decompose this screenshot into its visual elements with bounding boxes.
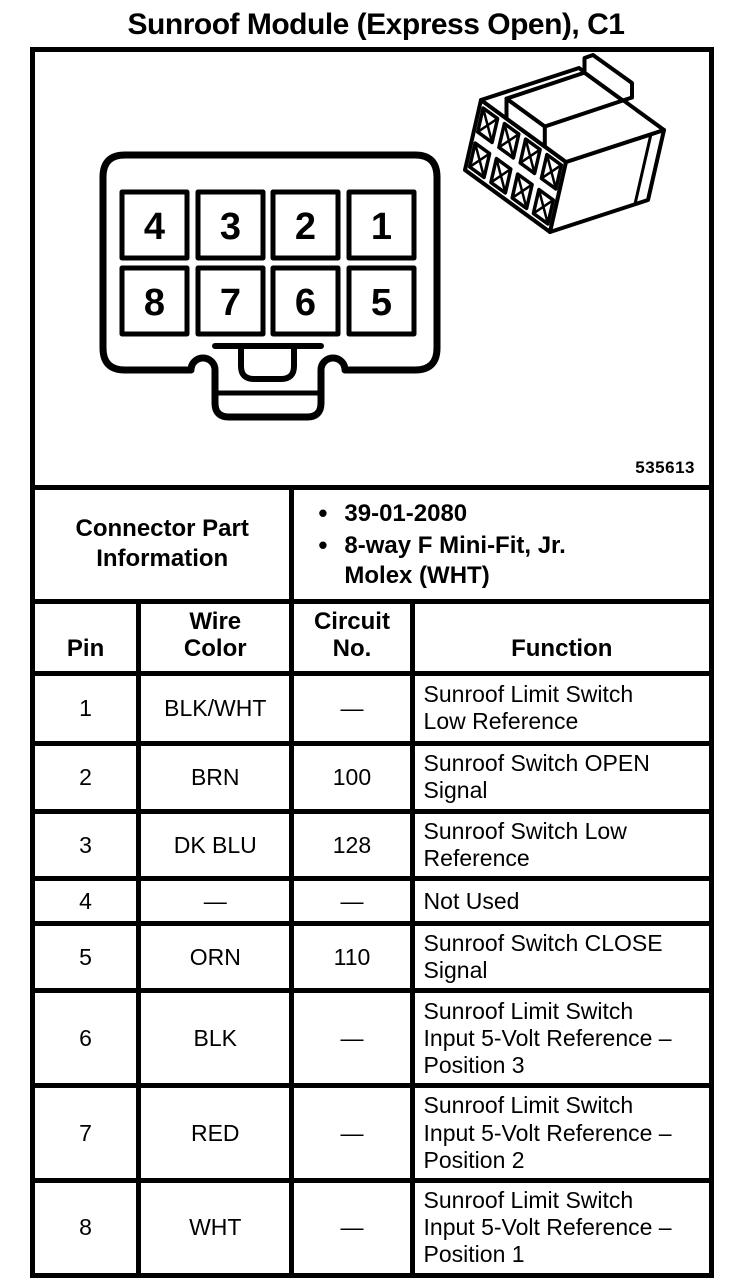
wire-color-cell: RED: [136, 1083, 295, 1183]
connector-3d-view: [463, 53, 666, 234]
pin-label-4: 4: [144, 206, 165, 248]
function-cell: Not Used: [409, 876, 715, 927]
part-info-item: 8-way F Mini-Fit, Jr.Molex (WHT): [318, 531, 701, 590]
circuit-no-cell: 110: [289, 921, 415, 994]
pin-cell: 1: [29, 670, 142, 746]
pin-cell: 5: [29, 921, 142, 994]
wire-color-cell: BLK: [136, 988, 295, 1089]
pin-cavity-8: [119, 265, 190, 337]
circuit-no-cell: —: [289, 876, 415, 927]
pin-cavity-3: [195, 189, 266, 261]
wire-color-cell: WHT: [136, 1177, 295, 1278]
part-info-item: 39-01-2080: [318, 499, 701, 528]
pin-cell: 8: [29, 1177, 142, 1278]
connector-diagram-box: 4 3 2 1 8 7 6 5: [30, 47, 714, 485]
page-title: Sunroof Module (Express Open), C1: [127, 8, 625, 41]
wire-color-cell: —: [136, 876, 295, 927]
pin-cavity-1: [346, 189, 417, 261]
col-header-pin: Pin: [29, 598, 142, 676]
pin-label-1: 1: [371, 206, 392, 248]
part-info-items-cell: 39-01-2080 8-way F Mini-Fit, Jr.Molex (W…: [289, 485, 714, 604]
pin-cavity-7: [195, 265, 266, 337]
table-row-pin-4: 4 — — Not Used: [29, 876, 715, 927]
pin-cell: 4: [29, 876, 142, 927]
figure-number: 535613: [635, 458, 695, 477]
part-info-item-text: 8-way F Mini-Fit, Jr.Molex (WHT): [344, 532, 566, 589]
pin-cavity-4: [119, 189, 190, 261]
circuit-no-cell: —: [289, 670, 415, 746]
circuit-no-cell: —: [289, 988, 415, 1089]
connector-illustration: 4 3 2 1 8 7 6 5: [99, 53, 666, 421]
pin-cell: 6: [29, 988, 142, 1089]
circuit-no-cell: —: [289, 1177, 415, 1278]
pin-label-2: 2: [295, 206, 316, 248]
pin-label-7: 7: [220, 282, 241, 324]
pin-label-8: 8: [144, 282, 165, 324]
part-info-item-text: 39-01-2080: [344, 500, 468, 527]
wire-color-cell: ORN: [136, 921, 295, 994]
col-header-function: Function: [409, 598, 715, 676]
pin-cell: 7: [29, 1083, 142, 1183]
pin-cell: 2: [29, 740, 142, 814]
iso-panel-line: [633, 132, 653, 206]
pin-cavity-6: [270, 265, 341, 337]
pin-label-5: 5: [371, 282, 392, 324]
iso-latch-back-step: [582, 53, 634, 103]
pin-label-6: 6: [295, 282, 316, 324]
circuit-no-cell: 100: [289, 740, 415, 814]
wire-color-cell: DK BLU: [136, 808, 295, 882]
iso-cavity-keys: [468, 106, 563, 226]
circuit-no-cell: 128: [289, 808, 415, 882]
latch-window: [238, 344, 297, 382]
wire-color-cell: BRN: [136, 740, 295, 814]
pin-cavity-2: [270, 189, 341, 261]
pin-cell: 3: [29, 808, 142, 882]
wire-color-cell: BLK/WHT: [136, 670, 295, 746]
connector-face-view: 4 3 2 1 8 7 6 5: [99, 151, 441, 421]
circuit-no-cell: —: [289, 1083, 415, 1183]
pin-cavity-5: [346, 265, 417, 337]
pin-label-3: 3: [220, 206, 241, 248]
